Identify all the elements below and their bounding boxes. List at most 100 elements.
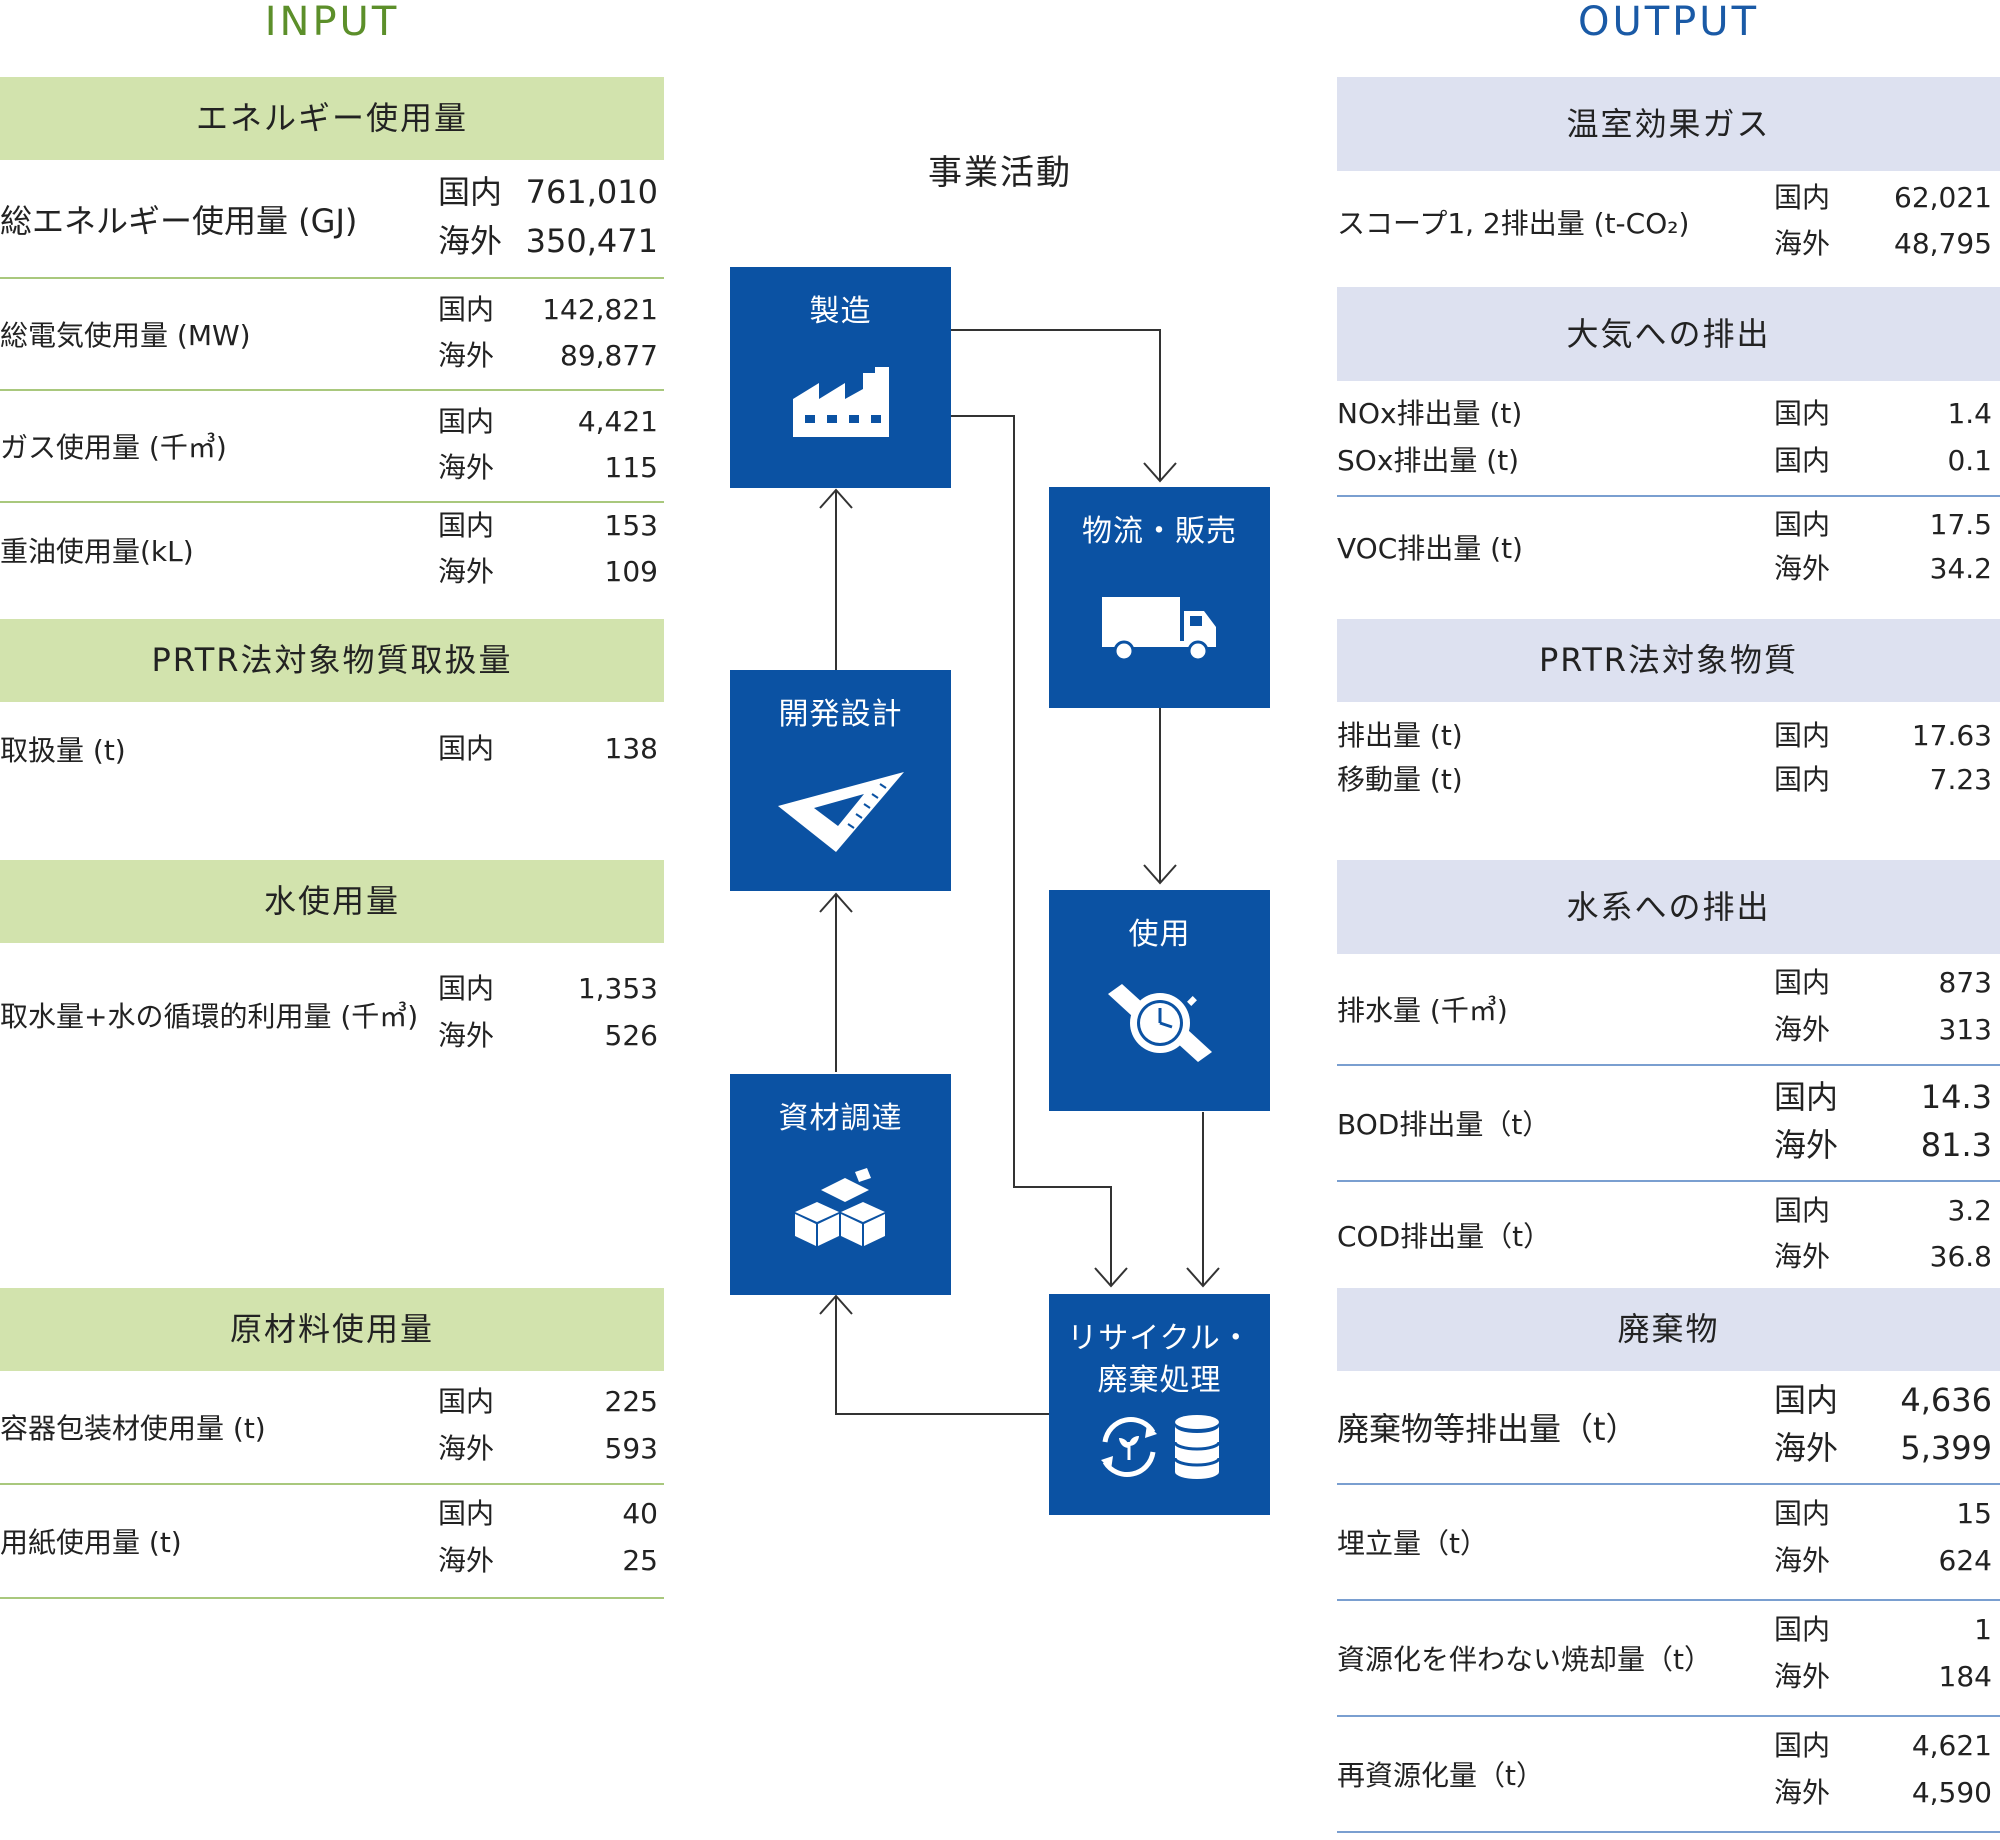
section-heading: 原材料使用量 xyxy=(0,1288,664,1371)
box-label: リサイクル・ 廃棄処理 xyxy=(1067,1321,1252,1398)
value: 89,877 xyxy=(560,339,658,372)
row-label: 資源化を伴わない焼却量（t） xyxy=(1337,1643,1712,1676)
value: 624 xyxy=(1938,1544,1992,1577)
output-title: OUTPUT xyxy=(1577,0,1760,45)
region-label: 国内 xyxy=(1774,508,1831,541)
arrow-manufacturing-to-recycle xyxy=(951,415,1112,1285)
row-label: VOC排出量 (t) xyxy=(1337,532,1523,565)
value-line: 国内 4,421 xyxy=(0,399,664,445)
row-label: BOD排出量（t） xyxy=(1337,1108,1551,1141)
region-label: 国内 xyxy=(1774,966,1831,999)
region-label: 海外 xyxy=(1774,1126,1839,1164)
value: 350,471 xyxy=(525,222,658,260)
region-label: 国内 xyxy=(1774,763,1831,796)
value: 17.63 xyxy=(1911,719,1992,752)
row-label: 再資源化量（t） xyxy=(1337,1759,1544,1792)
value: 1.4 xyxy=(1947,397,1992,430)
arrow-head xyxy=(1094,1267,1128,1288)
region-label: 国内 xyxy=(438,732,495,765)
value: 1,353 xyxy=(577,972,658,1005)
value: 761,010 xyxy=(525,173,658,211)
region-label: 海外 xyxy=(1774,1013,1831,1046)
value: 0.1 xyxy=(1947,444,1992,477)
value: 5,399 xyxy=(1900,1429,1992,1467)
value: 313 xyxy=(1938,1013,1992,1046)
value: 526 xyxy=(604,1019,658,1052)
factory-icon xyxy=(792,367,889,437)
box-label: 資材調達 xyxy=(778,1101,903,1136)
flow-box-procurement: 資材調達 xyxy=(730,1074,951,1295)
region-label: 海外 xyxy=(438,451,495,484)
section-heading: 廃棄物 xyxy=(1337,1288,2000,1371)
value: 15 xyxy=(1956,1497,1992,1530)
item-label: NOx排出量 (t) xyxy=(1337,397,1523,430)
region-label: 海外 xyxy=(1774,1776,1831,1809)
item-label: 移動量 (t) xyxy=(1337,763,1463,796)
region-label: 国内 xyxy=(1774,1194,1831,1227)
arrow-head xyxy=(819,892,853,913)
value: 184 xyxy=(1938,1660,1992,1693)
region-label: 海外 xyxy=(1774,552,1831,585)
region-label: 海外 xyxy=(438,1019,495,1052)
business-activity-title: 事業活動 xyxy=(928,153,1072,193)
arrow-head xyxy=(1143,864,1177,885)
section-heading: 水系への排出 xyxy=(1337,860,2000,954)
region-label: 国内 xyxy=(438,405,495,438)
row-label: 排水量 (千㎥) xyxy=(1337,994,1508,1027)
arrow-manufacturing-to-logistics xyxy=(951,329,1161,480)
region-label: 海外 xyxy=(438,222,503,260)
arrow-head xyxy=(1143,462,1177,483)
watch-icon xyxy=(1107,984,1212,1062)
value: 4,421 xyxy=(577,405,658,438)
region-label: 国内 xyxy=(438,972,495,1005)
value: 40 xyxy=(622,1497,658,1530)
region-label: 国内 xyxy=(438,293,495,326)
box-label: 使用 xyxy=(1128,917,1191,952)
value-line: 国内 1,353 xyxy=(0,966,664,1012)
region-label: 海外 xyxy=(438,1432,495,1465)
arrow-head xyxy=(819,1294,853,1315)
region-label: 海外 xyxy=(1774,227,1831,260)
value-line: 国内 225 xyxy=(0,1379,664,1425)
value: 4,590 xyxy=(1911,1776,1992,1809)
value: 81.3 xyxy=(1920,1126,1992,1164)
flow-box-recycle: リサイクル・ 廃棄処理 xyxy=(1049,1294,1270,1515)
arrow-head xyxy=(819,488,853,509)
section-heading: 水使用量 xyxy=(0,860,664,943)
flow-box-manufacturing: 製造 xyxy=(730,267,951,488)
section-heading: PRTR法対象物質 xyxy=(1337,619,2000,702)
row-label: ガス使用量 (千㎥) xyxy=(0,431,227,464)
region-label: 国内 xyxy=(438,1385,495,1418)
value: 225 xyxy=(604,1385,658,1418)
value-line: 海外 313 xyxy=(1337,1007,2000,1053)
region-label: 国内 xyxy=(1774,1078,1839,1116)
